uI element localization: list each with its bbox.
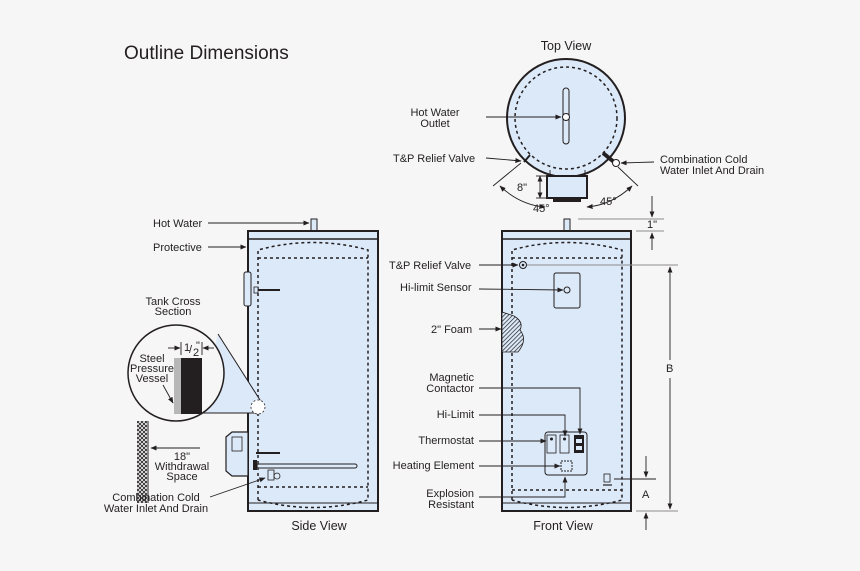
heating-element-terminal (560, 460, 573, 472)
label-side-cold-inlet-1: Combination Cold (112, 492, 199, 504)
label-dim-1-inch: 1" (647, 219, 657, 231)
label-side-hot-water: Hot Water (153, 218, 202, 230)
label-dim-b: B (666, 363, 673, 375)
label-tank-cross-2: Section (155, 306, 192, 318)
label-steel-2: Pressure (130, 363, 174, 375)
side-electrical-box (225, 431, 249, 477)
label-thickness-den: 2 (193, 347, 199, 359)
label-thickness-num: 1 (184, 342, 190, 354)
top-view-tp-valve (523, 154, 531, 163)
side-hot-water-nipple (310, 218, 318, 232)
label-steel-1: Steel (139, 353, 164, 365)
label-top-tp-relief-valve: T&P Relief Valve (393, 153, 475, 165)
label-top-cold-inlet-2: Water Inlet And Drain (660, 165, 764, 177)
front-hot-water-nipple (563, 218, 571, 232)
label-hot-water-outlet-1: Hot Water (410, 107, 459, 119)
svg-text:/: / (189, 344, 193, 356)
label-explosion-resistant-2: Resistant (428, 499, 474, 511)
wall-hatch (137, 421, 147, 503)
label-magnetic-contactor-2: Contactor (426, 383, 474, 395)
label-heating-element: Heating Element (393, 460, 474, 472)
front-inner-tank (511, 241, 623, 509)
top-view-junction-box (546, 175, 588, 199)
front-view-caption: Front View (533, 519, 593, 533)
label-top-cold-inlet-1: Combination Cold (660, 154, 747, 166)
label-thermostat: Thermostat (418, 435, 474, 447)
top-view-cold-inlet-pipe (601, 151, 616, 164)
label-withdrawal-3: Space (166, 471, 197, 483)
label-front-tp-relief-valve: T&P Relief Valve (389, 260, 471, 272)
front-view: T&P Relief Valve Hi-limit Sensor 2" Foam… (389, 196, 678, 533)
label-angle-left: 45° (533, 203, 550, 215)
front-drain-valve (603, 473, 611, 483)
label-angle-right: 45° (600, 196, 617, 208)
magnetic-contactor (574, 435, 584, 453)
foam-layer (181, 358, 202, 414)
label-8-inch: 8" (517, 182, 527, 194)
label-hi-limit-sensor: Hi-limit Sensor (400, 282, 472, 294)
top-view-inner-dashed-circle (514, 66, 618, 170)
top-view-cold-inlet-fitting (612, 159, 620, 167)
hot-water-outlet-fitting (562, 113, 570, 121)
top-view-caption: Top View (541, 39, 592, 53)
top-view-junction-base (553, 198, 581, 202)
label-tank-cross-1: Tank Cross (145, 296, 201, 308)
side-inner-tank (257, 241, 369, 509)
label-side-protective: Protective (153, 242, 202, 254)
foam-cutaway (501, 311, 524, 353)
side-view-tank-jacket (247, 230, 379, 512)
label-hot-water-outlet-2: Outlet (420, 118, 449, 130)
label-steel-3: Vessel (136, 373, 168, 385)
side-drain-valve (267, 469, 275, 481)
thermostat-control (546, 434, 557, 454)
label-dim-a: A (642, 489, 650, 501)
side-heating-element (256, 463, 358, 469)
steel-layer (174, 358, 181, 414)
side-view: 1 / 2 " Steel Pressure Vessel Tank Cross… (104, 218, 379, 533)
top-view: Top View Hot Water Outlet T&P Relief Val… (393, 39, 764, 215)
label-explosion-resistant-1: Explosion (426, 488, 474, 500)
cross-section-detail-marker (250, 399, 266, 415)
label-hi-limit: Hi-Limit (437, 409, 474, 421)
label-side-cold-inlet-2: Water Inlet And Drain (104, 503, 208, 515)
label-withdrawal-2: Withdrawal (155, 461, 209, 473)
label-withdrawal-1: 18" (174, 451, 190, 463)
label-magnetic-contactor-1: Magnetic (429, 372, 474, 384)
side-view-caption: Side View (291, 519, 347, 533)
svg-text:": " (196, 340, 200, 352)
page-title: Outline Dimensions (124, 43, 289, 64)
hi-limit-sensor (563, 286, 571, 294)
label-foam: 2" Foam (431, 324, 472, 336)
side-tp-valve-cover (243, 271, 252, 307)
